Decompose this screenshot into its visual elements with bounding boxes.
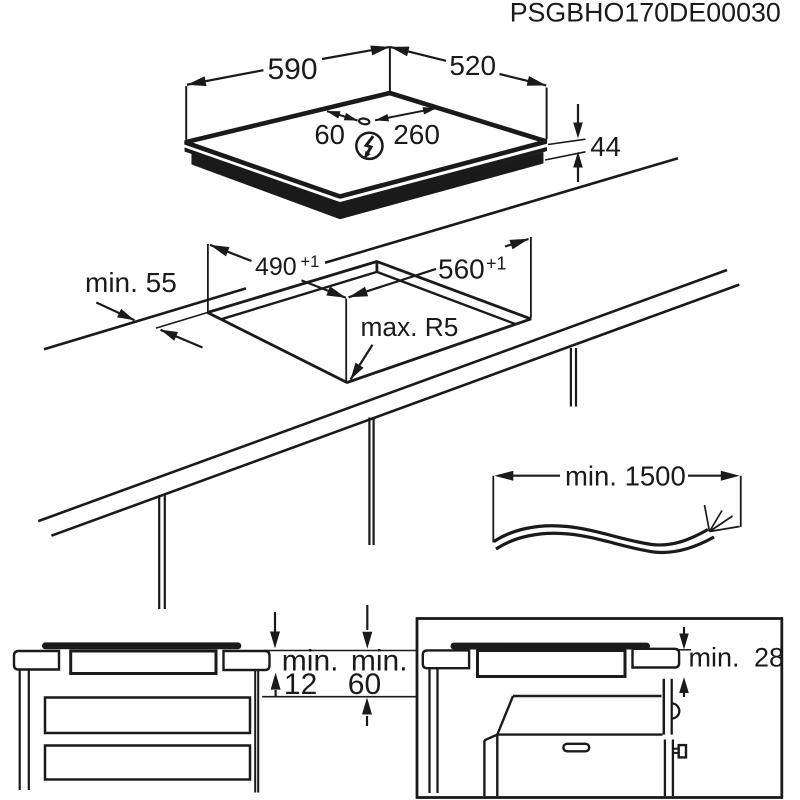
- svg-text:min. 1500: min. 1500: [565, 461, 686, 492]
- svg-text:PSGBHO170DE00030: PSGBHO170DE00030: [510, 0, 781, 28]
- svg-text:min.: min.: [351, 645, 408, 678]
- svg-text:min. 55: min. 55: [85, 267, 177, 298]
- svg-text:max. R5: max. R5: [361, 312, 459, 342]
- svg-text:60: 60: [348, 668, 381, 701]
- svg-text:490: 490: [255, 253, 297, 281]
- svg-text:44: 44: [590, 131, 621, 162]
- svg-text:60: 60: [314, 119, 345, 150]
- svg-text:min.: min.: [689, 643, 740, 673]
- svg-text:520: 520: [449, 50, 496, 81]
- svg-text:+1: +1: [301, 253, 320, 271]
- svg-text:28: 28: [754, 643, 784, 673]
- svg-text:+1: +1: [486, 253, 507, 273]
- svg-text:12: 12: [284, 668, 317, 701]
- svg-text:min.: min.: [282, 645, 339, 678]
- svg-text:260: 260: [393, 119, 440, 150]
- svg-text:560: 560: [438, 253, 485, 284]
- svg-text:590: 590: [267, 53, 317, 86]
